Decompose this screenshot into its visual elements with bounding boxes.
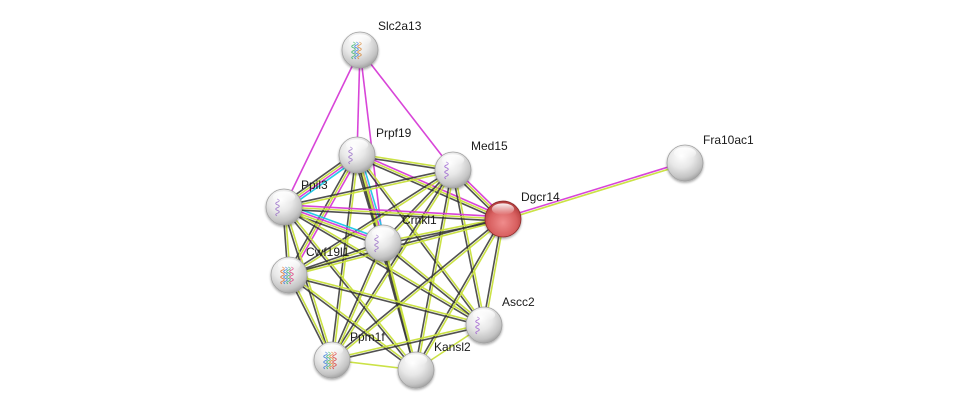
node-prpf19[interactable]: Prpf19 xyxy=(338,126,412,174)
edge-dgcr14-ppm1f[interactable] xyxy=(330,217,505,362)
edge-line-coexpression xyxy=(283,207,484,327)
edge-ppm1f-ascc2[interactable] xyxy=(331,323,485,362)
edge-line-coexpression xyxy=(287,275,416,372)
edge-line-textmining xyxy=(332,170,455,362)
edge-line-coexpression xyxy=(383,219,504,245)
node-ppm1f[interactable]: Ppm1f xyxy=(313,330,385,379)
edge-line-textmining xyxy=(416,219,505,371)
edge-line-coexpression xyxy=(282,207,332,361)
edge-line-textmining xyxy=(289,273,485,325)
node-highlight xyxy=(472,309,496,321)
edge-line-coexpression xyxy=(283,208,503,222)
node-highlight xyxy=(404,354,428,366)
edge-line-textmining xyxy=(382,217,503,243)
node-kansl2[interactable]: Kansl2 xyxy=(397,340,471,389)
edge-line-textmining xyxy=(332,243,385,361)
edge-line-experiments xyxy=(284,204,504,218)
node-highlight xyxy=(277,259,301,271)
node-label: Prpf19 xyxy=(376,126,412,140)
edge-dgcr14-kansl2[interactable] xyxy=(414,218,505,371)
edge-line-textmining xyxy=(289,170,455,277)
node-dgcr14[interactable]: Dgcr14 xyxy=(484,190,560,238)
node-crnkl1[interactable]: Crnkl1 xyxy=(364,213,437,262)
node-ascc2[interactable]: Ascc2 xyxy=(465,295,535,344)
edge-line-textmining xyxy=(284,205,485,325)
edge-line-experiments xyxy=(359,49,454,171)
node-label: Ppm1f xyxy=(350,330,385,344)
node-label: Fra10ac1 xyxy=(703,133,754,147)
node-highlight xyxy=(673,147,697,159)
edge-line-textmining xyxy=(331,323,484,360)
node-label: Kansl2 xyxy=(434,340,471,354)
node-label: Ascc2 xyxy=(502,295,535,309)
edge-line-experiments xyxy=(290,155,360,277)
node-label: Ppil3 xyxy=(301,178,328,192)
edge-ppil3-ascc2[interactable] xyxy=(283,205,485,327)
edge-slc2a13-med15[interactable] xyxy=(359,49,454,171)
node-highlight xyxy=(491,203,515,215)
node-highlight xyxy=(348,34,372,46)
edge-med15-ppm1f[interactable] xyxy=(330,168,455,362)
edge-med15-cwf19l1[interactable] xyxy=(287,168,455,277)
node-highlight xyxy=(345,139,369,151)
node-slc2a13[interactable]: Slc2a13 xyxy=(341,19,422,69)
edge-line-textmining xyxy=(332,219,505,362)
edge-line-coexpression xyxy=(355,156,503,222)
edge-line-textmining xyxy=(289,273,418,370)
node-med15[interactable]: Med15 xyxy=(434,139,508,189)
edge-line-textmining xyxy=(503,163,686,221)
edge-line-textmining xyxy=(383,242,418,370)
nodes-layer: Slc2a13Prpf19Med15Ppil3Dgcr14Crnkl1Cwf19… xyxy=(265,19,754,389)
node-highlight xyxy=(272,191,296,203)
node-label: Dgcr14 xyxy=(521,190,560,204)
edge-crnkl1-dgcr14[interactable] xyxy=(382,217,504,245)
edge-line-coexpression xyxy=(330,217,503,360)
edge-line-textmining xyxy=(284,206,334,360)
edge-line-textmining xyxy=(416,170,455,371)
node-highlight xyxy=(441,154,465,166)
node-highlight xyxy=(320,344,344,356)
edge-line-coexpression xyxy=(330,242,383,360)
edge-line-coexpression xyxy=(330,168,453,360)
edge-cwf19l1-ascc2[interactable] xyxy=(288,273,485,327)
edge-line-textmining xyxy=(383,241,486,325)
edge-line-experiments xyxy=(502,161,685,219)
edge-line-coexpression xyxy=(288,275,484,327)
edge-crnkl1-ppm1f[interactable] xyxy=(330,242,385,361)
edge-line-coexpression xyxy=(286,153,356,275)
node-highlight xyxy=(371,227,395,239)
node-label: Crnkl1 xyxy=(402,213,437,227)
edge-line-coexpression xyxy=(283,168,453,207)
edge-line-textmining xyxy=(283,206,504,220)
node-ppil3[interactable]: Ppil3 xyxy=(265,178,328,226)
edge-line-textmining xyxy=(284,205,418,370)
node-fra10ac1[interactable]: Fra10ac1 xyxy=(666,133,754,182)
node-label: Slc2a13 xyxy=(378,19,422,33)
edge-med15-kansl2[interactable] xyxy=(414,169,455,371)
edge-ppil3-dgcr14[interactable] xyxy=(283,204,504,222)
edge-crnkl1-ascc2[interactable] xyxy=(381,241,486,327)
edge-line-coexpression xyxy=(414,218,503,370)
edge-cwf19l1-kansl2[interactable] xyxy=(287,273,418,372)
edge-med15-ppil3[interactable] xyxy=(283,168,454,209)
node-label: Cwf19l1 xyxy=(306,245,350,259)
node-label: Med15 xyxy=(471,139,508,153)
edge-ppil3-ppm1f[interactable] xyxy=(282,206,334,361)
edge-line-coexpression xyxy=(414,169,453,370)
edge-line-coexpression xyxy=(332,325,485,362)
edge-line-coexpression xyxy=(287,168,453,275)
edge-line-textmining xyxy=(356,154,504,220)
edge-line-experiments xyxy=(283,49,361,208)
edge-line-coexpression xyxy=(381,243,484,327)
edge-slc2a13-ppil3[interactable] xyxy=(283,49,361,208)
edge-line-coexpression xyxy=(355,155,484,327)
node-cwf19l1[interactable]: Cwf19l1 xyxy=(270,245,350,294)
edge-line-textmining xyxy=(284,170,454,209)
edge-dgcr14-fra10ac1[interactable] xyxy=(502,161,686,221)
